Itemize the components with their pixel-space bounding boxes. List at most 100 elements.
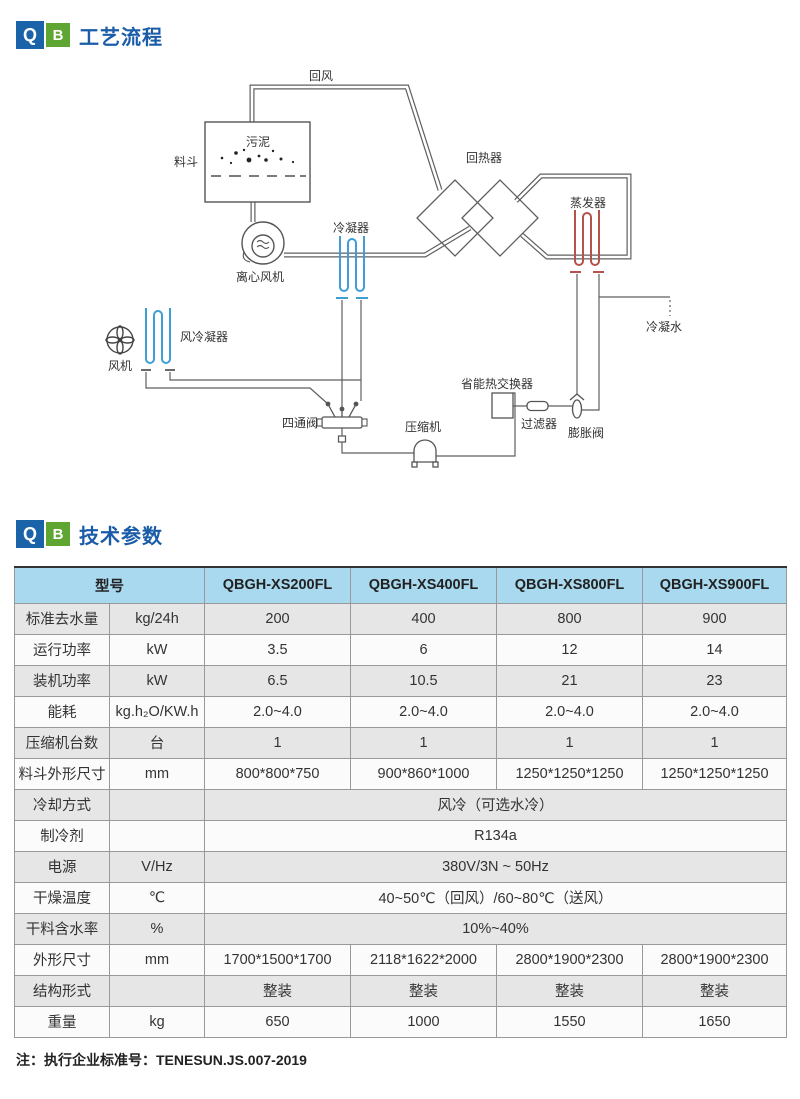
evaporator-label: 蒸发器 bbox=[570, 195, 606, 210]
param-label: 标准去水量 bbox=[14, 602, 110, 635]
param-value: 400 bbox=[350, 602, 497, 635]
param-unit: mm bbox=[109, 757, 205, 790]
regenerator-label: 回热器 bbox=[466, 151, 502, 165]
air-cooled-condenser-label: 风冷凝器 bbox=[180, 329, 228, 344]
table-row: 重量 kg 650 1000 1550 1650 bbox=[14, 1005, 787, 1038]
model-name: QBGH-XS800FL bbox=[496, 566, 643, 604]
logo-b-block: B bbox=[46, 23, 70, 47]
hopper: 污泥 料斗 bbox=[174, 121, 311, 203]
param-label: 能耗 bbox=[14, 695, 110, 728]
table-row: 能耗 kg.h₂O/KW.h 2.0~4.0 2.0~4.0 2.0~4.0 2… bbox=[14, 695, 787, 728]
qb-logo: Q B bbox=[16, 520, 70, 548]
sludge-particles bbox=[220, 148, 295, 165]
param-value: 6.5 bbox=[204, 664, 351, 697]
param-value: 23 bbox=[642, 664, 787, 697]
param-value-merged: R134a bbox=[204, 819, 787, 852]
param-value: 900 bbox=[642, 602, 787, 635]
model-name: QBGH-XS200FL bbox=[204, 566, 351, 604]
logo-q-block: Q bbox=[16, 21, 44, 49]
param-value: 800 bbox=[496, 602, 643, 635]
param-value-merged: 10%~40% bbox=[204, 912, 787, 945]
tech-params-header: Q B 技术参数 bbox=[16, 519, 800, 549]
param-value: 900*860*1000 bbox=[350, 757, 497, 790]
fan-icon bbox=[105, 325, 135, 355]
param-value: 整装 bbox=[204, 974, 351, 1007]
table-header-row: 型号 QBGH-XS200FL QBGH-XS400FL QBGH-XS800F… bbox=[14, 566, 787, 604]
param-unit bbox=[109, 974, 205, 1007]
param-value: 整装 bbox=[642, 974, 787, 1007]
table-row: 冷却方式 风冷（可选水冷） bbox=[14, 788, 787, 821]
param-unit: kW bbox=[109, 633, 205, 666]
four-way-valve-label: 四通阀 bbox=[282, 416, 318, 430]
table-row: 压缩机台数 台 1 1 1 1 bbox=[14, 726, 787, 759]
param-value: 整装 bbox=[496, 974, 643, 1007]
qb-logo: Q B bbox=[16, 21, 70, 49]
param-label: 外形尺寸 bbox=[14, 943, 110, 976]
param-value: 14 bbox=[642, 633, 787, 666]
param-unit: kg.h₂O/KW.h bbox=[109, 695, 205, 728]
table-row: 料斗外形尺寸 mm 800*800*750 900*860*1000 1250*… bbox=[14, 757, 787, 790]
table-row: 标准去水量 kg/24h 200 400 800 900 bbox=[14, 602, 787, 635]
param-unit bbox=[109, 788, 205, 821]
param-value: 1 bbox=[350, 726, 497, 759]
param-value: 1700*1500*1700 bbox=[204, 943, 351, 976]
param-unit: mm bbox=[109, 943, 205, 976]
param-label: 装机功率 bbox=[14, 664, 110, 697]
process-flow-title: 工艺流程 bbox=[79, 26, 163, 49]
param-unit: kW bbox=[109, 664, 205, 697]
param-unit: kg bbox=[109, 1005, 205, 1038]
param-value: 1 bbox=[642, 726, 787, 759]
param-unit: V/Hz bbox=[109, 850, 205, 883]
param-label: 制冷剂 bbox=[14, 819, 110, 852]
param-value: 10.5 bbox=[350, 664, 497, 697]
evaporator-coil bbox=[574, 210, 600, 266]
logo-b-block: B bbox=[46, 522, 70, 546]
table-row: 外形尺寸 mm 1700*1500*1700 2118*1622*2000 28… bbox=[14, 943, 787, 976]
model-name: QBGH-XS400FL bbox=[350, 566, 497, 604]
param-value: 2.0~4.0 bbox=[350, 695, 497, 728]
param-value-merged: 380V/3N ~ 50Hz bbox=[204, 850, 787, 883]
table-row: 电源 V/Hz 380V/3N ~ 50Hz bbox=[14, 850, 787, 883]
process-flow-diagram: 污泥 料斗 回风 离心风机 冷凝器 回热器 bbox=[105, 69, 682, 468]
return-air-label: 回风 bbox=[309, 69, 333, 83]
filter-box bbox=[526, 400, 549, 412]
refrigerant-lines bbox=[145, 274, 671, 457]
param-unit: % bbox=[109, 912, 205, 945]
param-label: 干燥温度 bbox=[14, 881, 110, 914]
param-value-merged: 40~50℃（回风）/60~80℃（送风） bbox=[204, 881, 787, 914]
param-value: 12 bbox=[496, 633, 643, 666]
param-value: 1 bbox=[496, 726, 643, 759]
energy-saving-hx-label: 省能热交换器 bbox=[461, 376, 533, 391]
sludge-label: 污泥 bbox=[246, 135, 270, 149]
param-value: 1000 bbox=[350, 1005, 497, 1038]
expansion-valve bbox=[569, 393, 585, 419]
compressor bbox=[411, 439, 439, 468]
param-value: 1 bbox=[204, 726, 351, 759]
regenerator bbox=[416, 179, 539, 257]
process-flow-header: Q B 工艺流程 bbox=[16, 20, 800, 50]
logo-q-block: Q bbox=[16, 520, 44, 548]
condenser-label: 冷凝器 bbox=[333, 220, 369, 235]
param-label: 干料含水率 bbox=[14, 912, 110, 945]
standard-number-note: 注：执行企业标准号：TENESUN.JS.007-2019 bbox=[16, 1051, 307, 1068]
param-value: 2.0~4.0 bbox=[642, 695, 787, 728]
condenser-coil bbox=[339, 236, 365, 292]
table-row: 运行功率 kW 3.5 6 12 14 bbox=[14, 633, 787, 666]
fan-label: 风机 bbox=[108, 359, 132, 373]
four-way-valve bbox=[316, 401, 368, 443]
param-value: 1250*1250*1250 bbox=[496, 757, 643, 790]
model-header-cell: 型号 bbox=[14, 566, 205, 604]
param-value: 3.5 bbox=[204, 633, 351, 666]
param-value: 1550 bbox=[496, 1005, 643, 1038]
centrifugal-fan-icon bbox=[241, 221, 285, 265]
param-value: 2.0~4.0 bbox=[496, 695, 643, 728]
param-label: 电源 bbox=[14, 850, 110, 883]
param-value: 2118*1622*2000 bbox=[350, 943, 497, 976]
energy-saving-hx-box bbox=[491, 392, 514, 419]
param-value: 2800*1900*2300 bbox=[496, 943, 643, 976]
param-value: 1650 bbox=[642, 1005, 787, 1038]
air-ducts bbox=[249, 84, 632, 260]
table-row: 干料含水率 % 10%~40% bbox=[14, 912, 787, 945]
table-row: 结构形式 整装 整装 整装 整装 bbox=[14, 974, 787, 1007]
compressor-label: 压缩机 bbox=[405, 419, 441, 434]
